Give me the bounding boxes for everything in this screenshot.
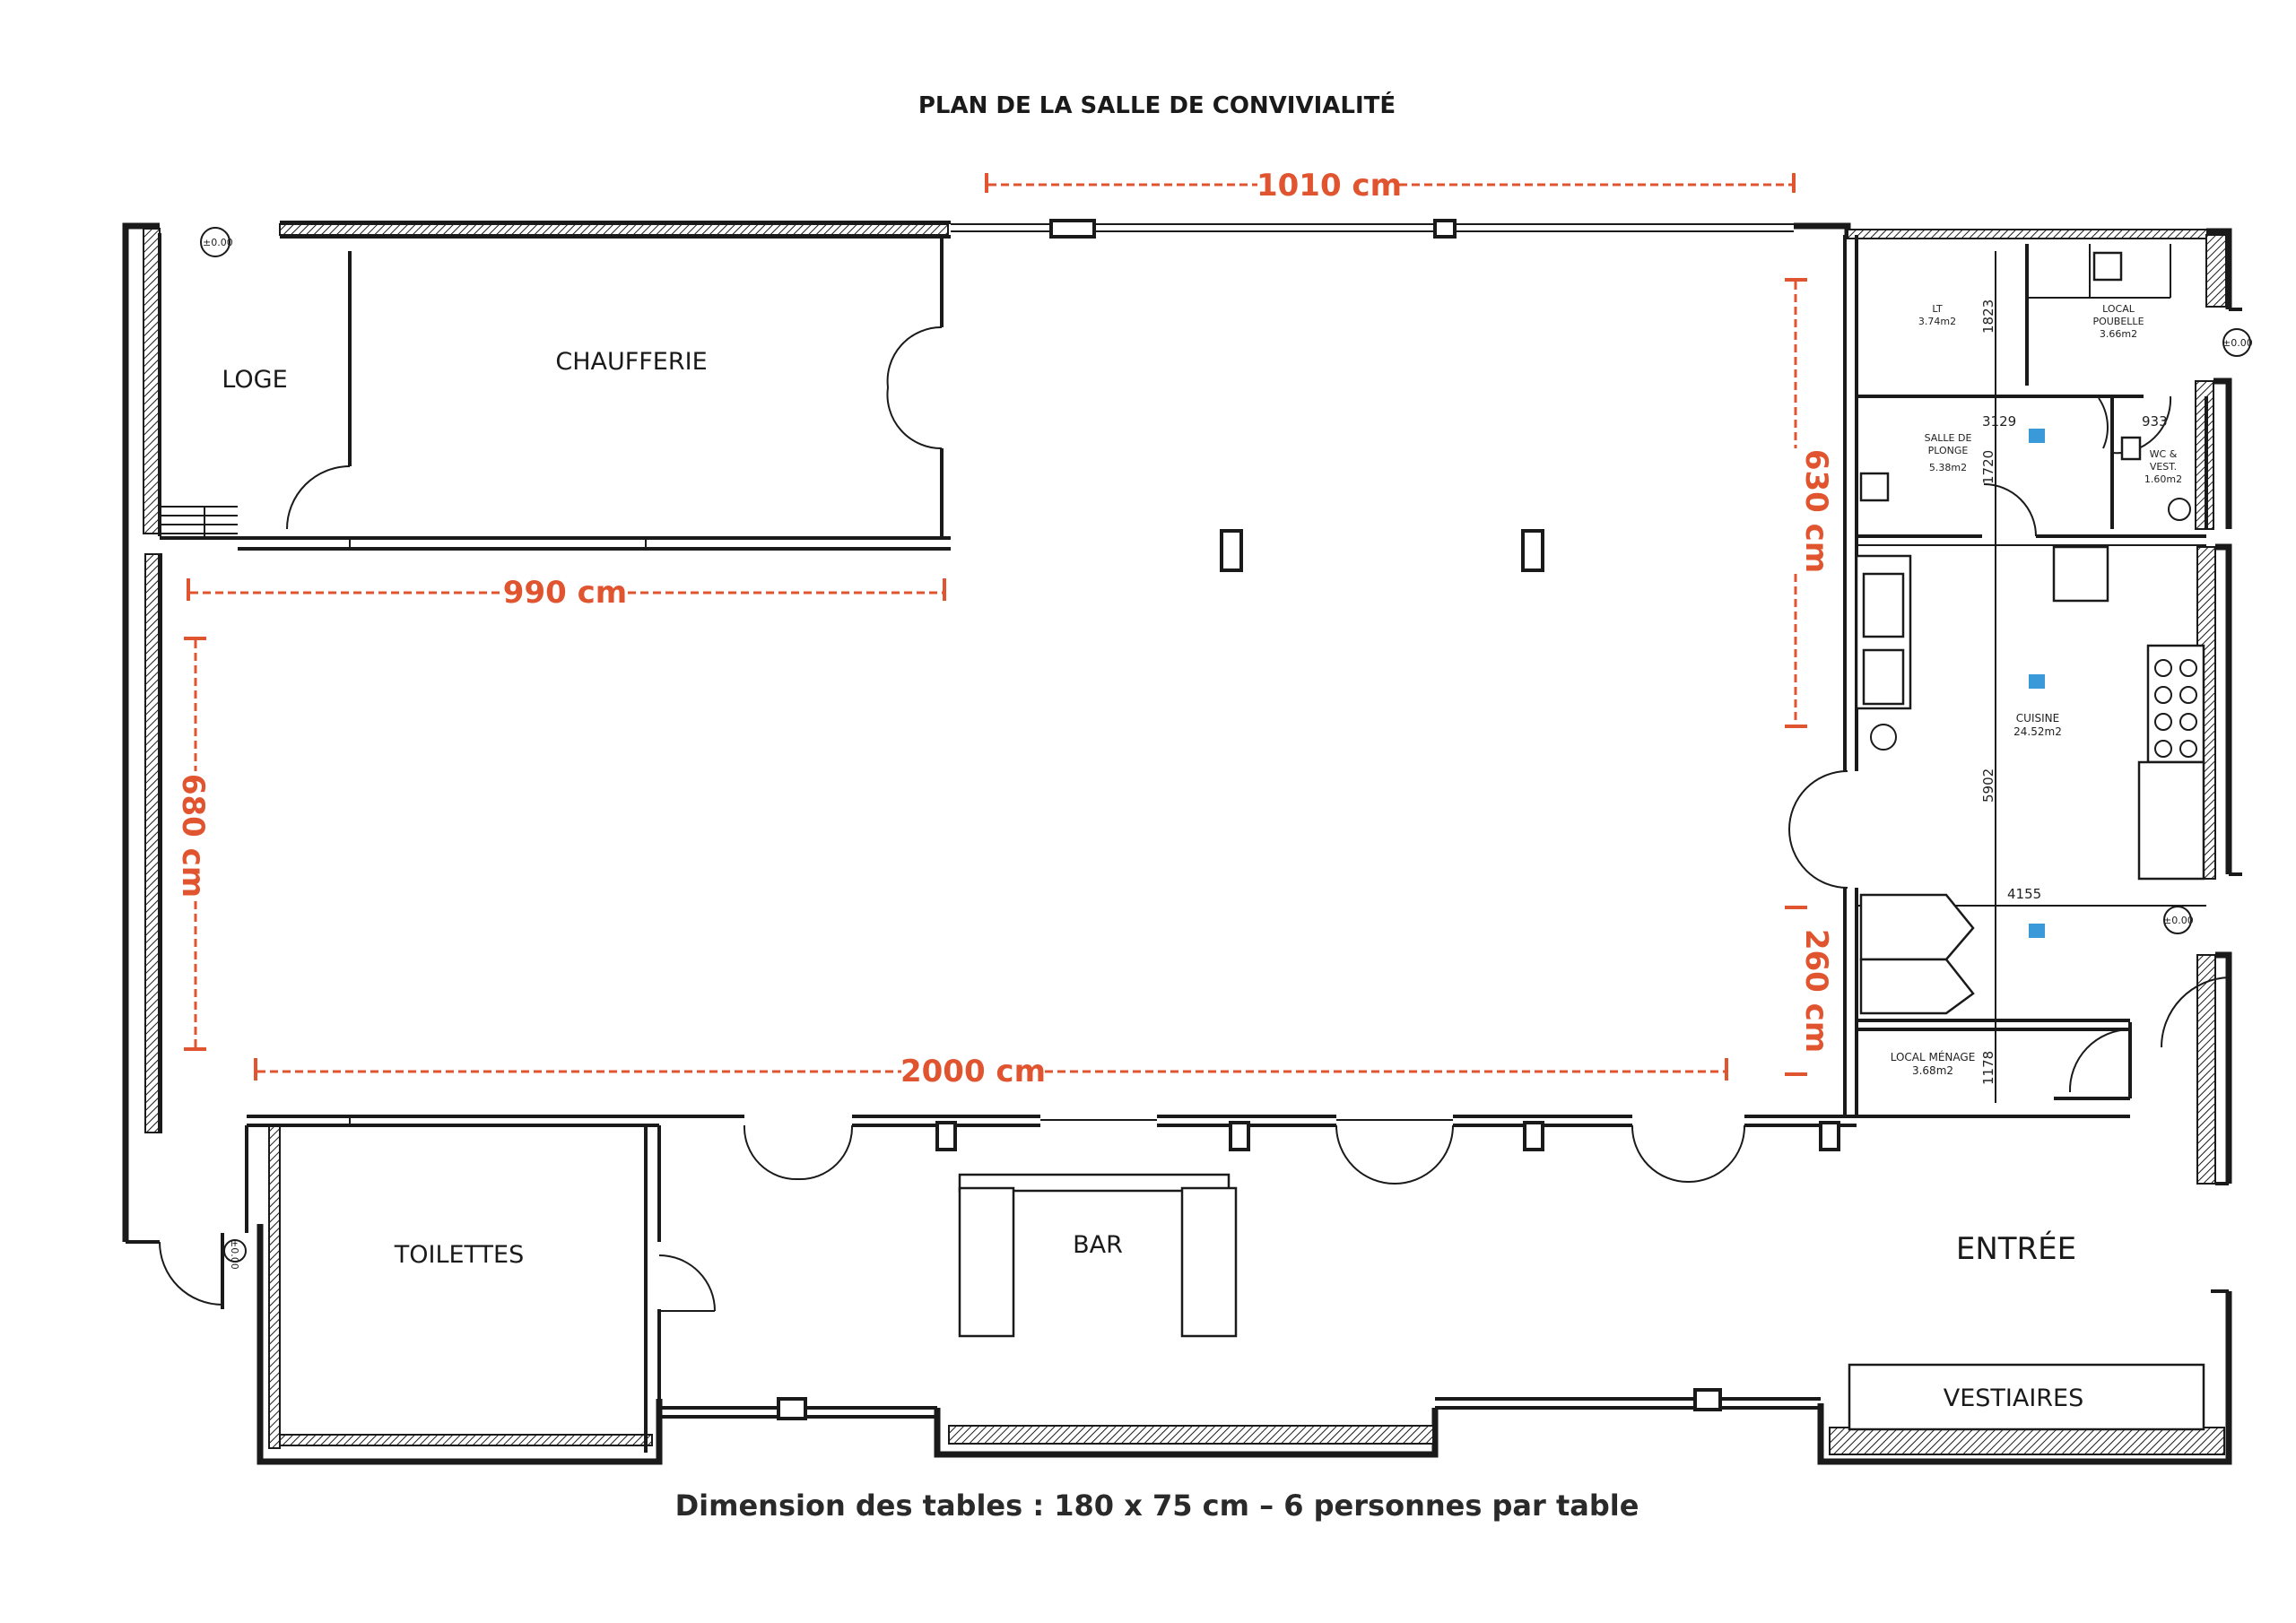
- pillar: [1220, 529, 1243, 572]
- level-label-1: ±0.00: [203, 237, 233, 248]
- room-loge: LOGE: [222, 366, 287, 394]
- dimension-left: 680 cm: [175, 637, 211, 1051]
- outlet-icon: [2029, 429, 2045, 443]
- room-entree: ENTRÉE: [1956, 1230, 2076, 1267]
- dimension-top-label: 1010 cm: [1257, 168, 1402, 204]
- plan-title: PLAN DE LA SALLE DE CONVIVIALITÉ: [918, 91, 1396, 119]
- table-dimensions-note: Dimension des tables : 180 x 75 cm – 6 p…: [675, 1488, 1639, 1523]
- room-cuisine-area: 24.52m2: [2013, 725, 2062, 738]
- dimension-right-lower: 260 cm: [1785, 906, 1834, 1076]
- level-marker: [200, 227, 230, 257]
- stairs: [161, 506, 238, 536]
- room-vestiaires: VESTIAIRES: [1944, 1384, 2084, 1412]
- level-label-2: ±0.00: [2222, 337, 2253, 349]
- room-menage-name: LOCAL MÉNAGE: [1891, 1050, 1976, 1063]
- room-poubelle-area: 3.66m2: [2100, 328, 2137, 340]
- dimension-bottom: 2000 cm: [254, 1054, 1728, 1089]
- level-label-3: ±0.00: [2163, 915, 2194, 926]
- room-wc-name-1: WC &: [2150, 448, 2178, 460]
- room-toilettes: TOILETTES: [394, 1241, 525, 1269]
- room-poubelle-name-1: LOCAL: [2102, 303, 2135, 315]
- room-plonge-name-1: SALLE DE: [1925, 432, 1972, 444]
- measure-933: 933: [2142, 413, 2168, 430]
- chaufferie-walls: [160, 238, 951, 551]
- measure-1823: 1823: [1980, 299, 1996, 334]
- room-cuisine-name: CUISINE: [2016, 712, 2059, 725]
- room-lt-area: 3.74m2: [1918, 316, 1956, 327]
- room-lt-name: LT: [1932, 303, 1943, 315]
- dimension-right-upper: 630 cm: [1785, 278, 1834, 728]
- dimension-chaufferie-label: 990 cm: [503, 575, 627, 611]
- dimension-top: 1010 cm: [985, 168, 1796, 204]
- outer-walls: [122, 219, 2242, 1465]
- measure-1178: 1178: [1980, 1051, 1996, 1085]
- measure-5902: 5902: [1980, 768, 1996, 803]
- measure-3129: 3129: [1982, 413, 2016, 430]
- dimension-left-label: 680 cm: [175, 774, 211, 898]
- dimension-bottom-label: 2000 cm: [900, 1054, 1046, 1089]
- dimension-chaufferie: 990 cm: [187, 575, 946, 611]
- pillar: [1521, 529, 1544, 572]
- room-bar: BAR: [1073, 1231, 1123, 1259]
- outlet-icon: [2029, 674, 2045, 689]
- room-plonge-name-2: PLONGE: [1928, 445, 1969, 456]
- level-label-4: ±0.00: [229, 1239, 240, 1270]
- dimension-right-upper-label: 630 cm: [1798, 449, 1834, 573]
- room-wc-name-2: VEST.: [2150, 461, 2177, 473]
- outlet-icon: [2029, 924, 2045, 938]
- room-poubelle-name-2: POUBELLE: [2092, 316, 2144, 327]
- room-chaufferie: CHAUFFERIE: [555, 348, 707, 376]
- level-marker: [223, 1239, 247, 1263]
- kitchen-block: [1787, 235, 2251, 1116]
- lower-walls: [159, 1115, 2229, 1453]
- room-plonge-area: 5.38m2: [1929, 462, 1967, 473]
- dimension-right-lower-label: 260 cm: [1798, 929, 1834, 1053]
- room-menage-area: 3.68m2: [1912, 1064, 1953, 1077]
- measure-1720: 1720: [1980, 450, 1996, 484]
- room-wc-area: 1.60m2: [2144, 473, 2182, 485]
- measure-4155: 4155: [2007, 886, 2041, 902]
